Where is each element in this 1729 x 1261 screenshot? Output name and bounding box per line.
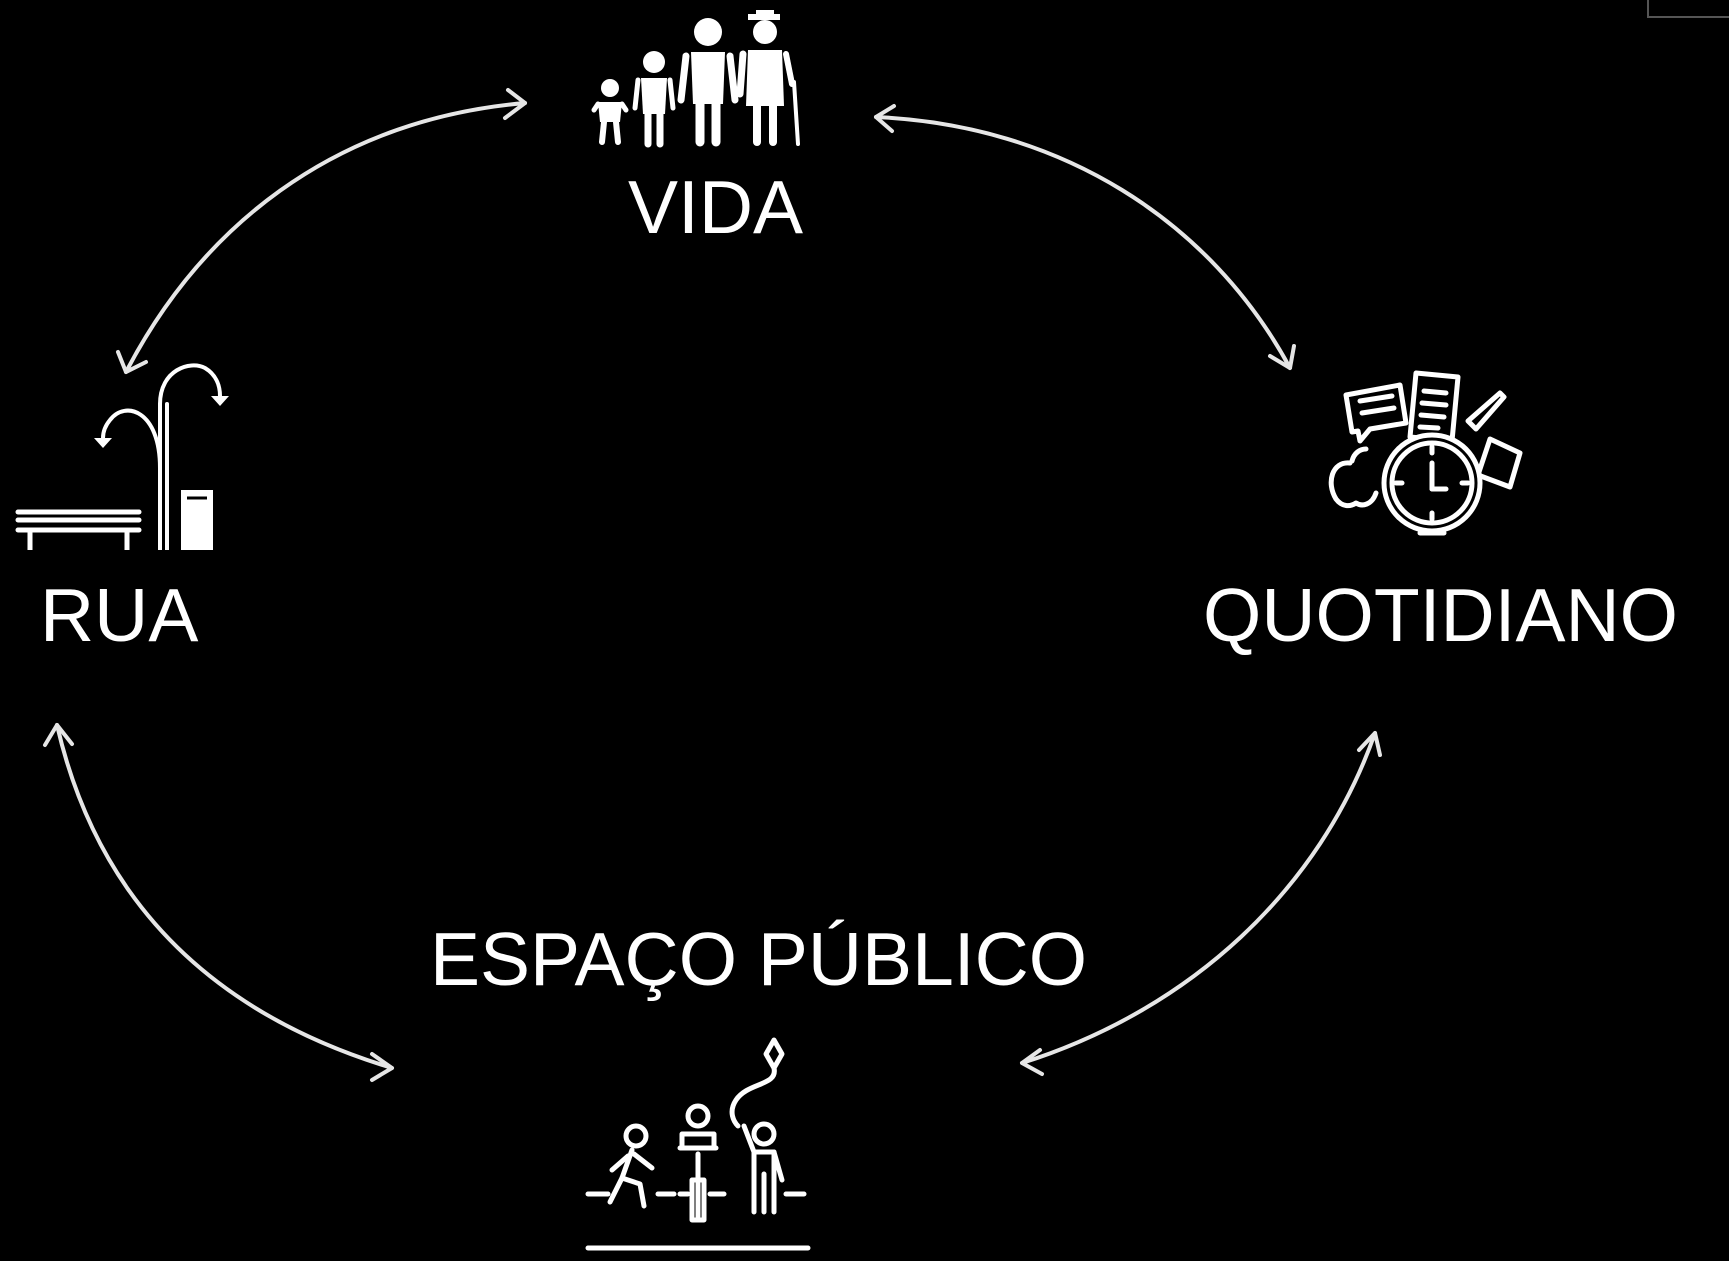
arrow-vida-quotidiano bbox=[874, 104, 1296, 370]
node-label-espaco-publico: ESPAÇO PÚBLICO bbox=[430, 917, 1088, 1001]
corner-frame-mark bbox=[1647, 0, 1729, 18]
daily-life-clock-icon bbox=[1328, 370, 1523, 536]
street-furniture-icon bbox=[15, 363, 229, 550]
family-generations-icon bbox=[591, 10, 800, 148]
node-label-quotidiano: QUOTIDIANO bbox=[1203, 573, 1679, 657]
arrow-quotidiano-espaco bbox=[1020, 731, 1382, 1076]
arrow-espaco-rua bbox=[43, 723, 394, 1082]
public-space-people-icon bbox=[585, 1037, 811, 1251]
arrow-rua-vida bbox=[116, 88, 527, 374]
node-label-rua: RUA bbox=[40, 573, 199, 657]
node-label-vida: VIDA bbox=[628, 165, 804, 249]
